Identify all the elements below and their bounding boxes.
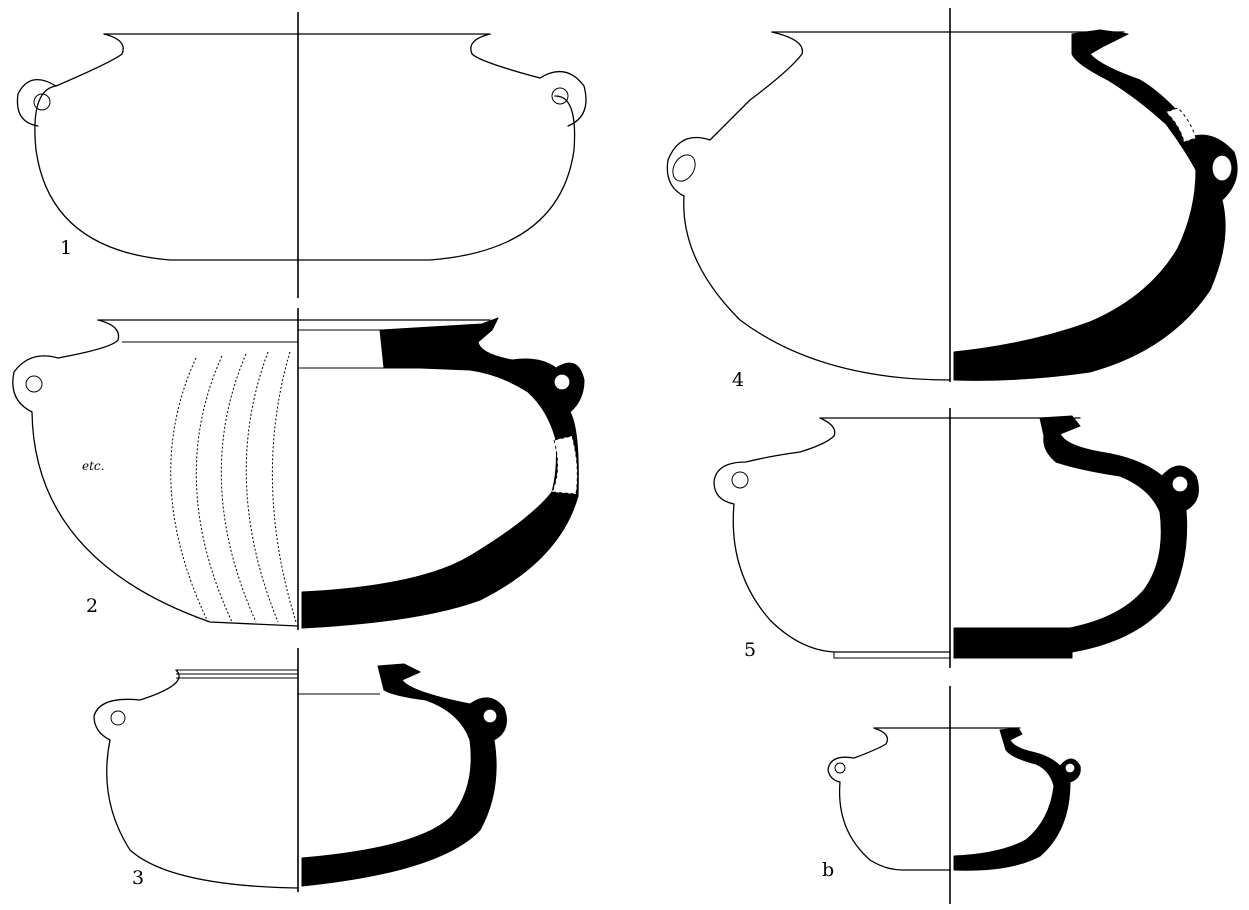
vessel-5-label: 5 (744, 639, 756, 661)
vessel-5-section (953, 415, 1199, 659)
vessel-4-section (953, 29, 1238, 381)
vessel-2-annotation: etc. (82, 459, 104, 473)
vessel-1: 1 (16, 12, 587, 298)
vessel-2: etc. 2 (12, 308, 585, 630)
vessel-5: 5 (713, 408, 1199, 668)
vessel-2-section (301, 317, 585, 629)
vessel-3: 3 (93, 648, 507, 892)
vessel-4-outline (666, 31, 951, 381)
vessel-3-outline (93, 669, 299, 889)
vessel-2-cord-decoration (170, 351, 297, 623)
vessel-1-handle-left (16, 78, 57, 127)
vessel-1-outline (34, 33, 576, 261)
vessel-5-outline (713, 417, 951, 653)
vessel-3-section (301, 663, 507, 887)
vessel-4-label: 4 (732, 369, 744, 391)
vessel-6-label: b (822, 859, 834, 881)
vessel-3-label: 3 (132, 867, 144, 889)
vessel-4: 4 (666, 8, 1238, 391)
vessel-1-handle-right (539, 70, 587, 127)
vessel-6-section (953, 727, 1081, 871)
vessel-6: b (822, 686, 1081, 904)
vessel-6-outline (827, 727, 951, 871)
vessel-2-label: 2 (86, 595, 98, 617)
vessel-1-label: 1 (60, 237, 72, 259)
